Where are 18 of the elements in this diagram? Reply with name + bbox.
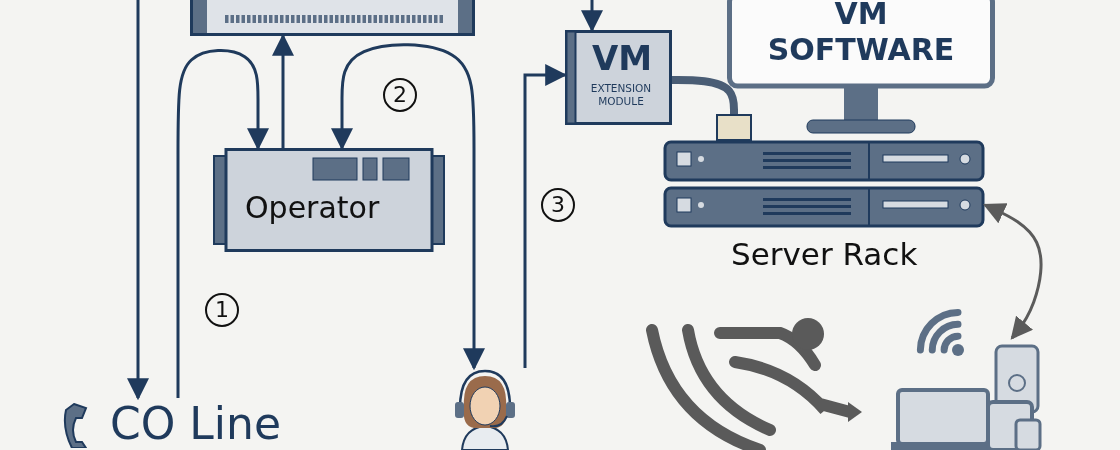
callout-number: 2: [383, 78, 417, 112]
module-subtitle: EXTENSION MODULE: [589, 82, 653, 108]
device-caption: Server Rack: [731, 236, 918, 272]
cable: [672, 76, 738, 114]
arrow: [523, 64, 568, 368]
screen-title: VM: [833, 0, 889, 31]
arrow: [331, 43, 485, 371]
arrow: [272, 33, 294, 148]
screen-subtitle: SOFTWARE: [766, 32, 956, 67]
callout-number: 3: [541, 188, 575, 222]
co-line-label: CO Line: [110, 398, 282, 449]
callout-number: 1: [205, 293, 239, 327]
module-title: VM: [590, 38, 654, 78]
arrow: [983, 203, 1043, 340]
device-label: Operator: [245, 190, 380, 225]
arrow: [581, 0, 603, 33]
arrow: [176, 49, 269, 398]
arrow: [127, 0, 149, 401]
